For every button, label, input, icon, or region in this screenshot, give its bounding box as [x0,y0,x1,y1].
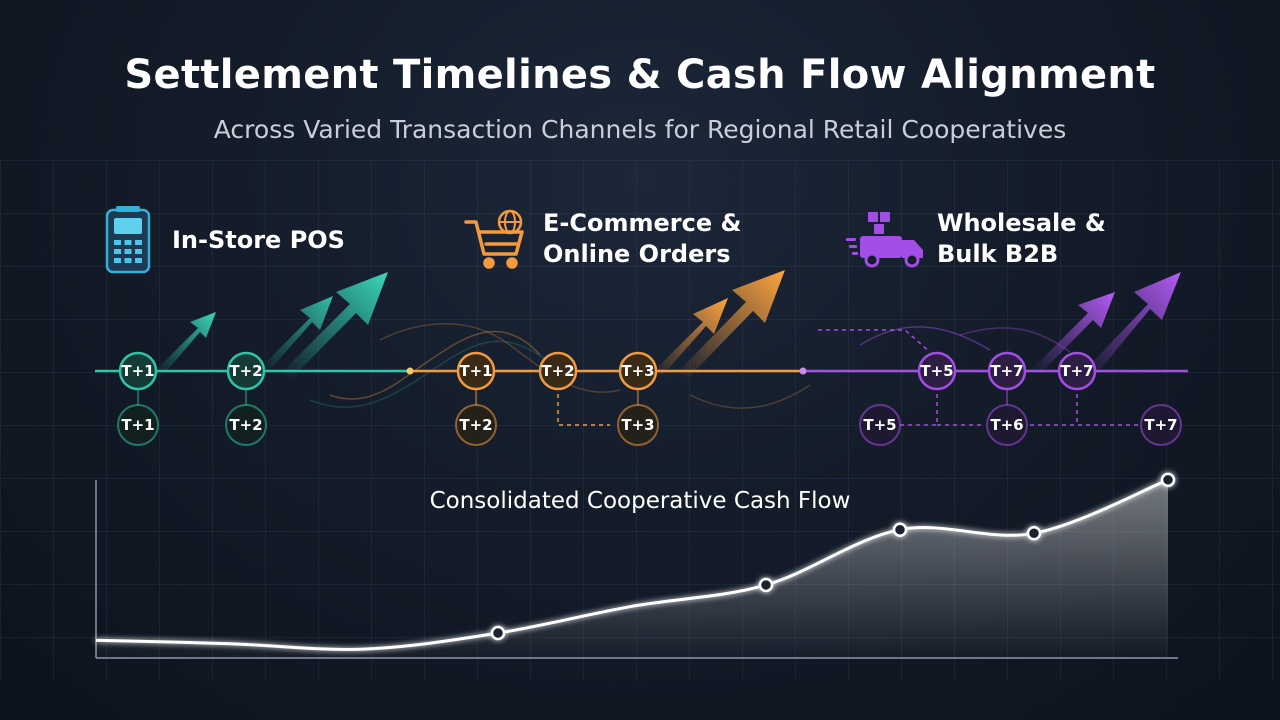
settlement-node-pos-2: T+2 [226,351,266,391]
svg-text:T+2: T+2 [229,362,262,380]
cash-flow-point [1026,526,1042,541]
channel-label-ecommerce: E-Commerce & Online Orders [543,208,741,270]
settlement-node-ecom-2: T+2 [538,351,578,391]
pos-terminal-icon [105,206,151,274]
channel-label-line: E-Commerce & [543,209,742,237]
growth-arrow [158,312,216,374]
growth-arrow [262,296,333,372]
svg-text:T+3: T+3 [621,416,654,434]
svg-text:T+1: T+1 [121,416,154,434]
svg-text:T+3: T+3 [621,362,654,380]
settlement-node-whsl-secondary-3: T+7 [1140,404,1182,446]
channel-label-line: Online Orders [543,240,731,268]
shopping-cart-globe-icon [464,209,524,269]
settlement-node-whsl-3: T+7 [1057,351,1097,391]
settlement-node-whsl-secondary-1: T+5 [859,404,901,446]
growth-arrow [678,270,785,378]
growth-arrow [1033,292,1115,374]
svg-text:T+2: T+2 [229,416,262,434]
svg-text:T+5: T+5 [863,416,896,434]
cash-flow-area [96,479,1168,658]
decorative-waves [309,323,1071,409]
svg-text:T+1: T+1 [121,362,154,380]
svg-text:T+2: T+2 [541,362,574,380]
svg-text:T+6: T+6 [990,416,1023,434]
timeline-junction [406,367,414,375]
page-subtitle: Across Varied Transaction Channels for R… [213,115,1067,144]
svg-text:T+2: T+2 [459,416,492,434]
settlement-node-ecom-secondary-2: T+3 [617,404,659,446]
cash-flow-title: Consolidated Cooperative Cash Flow [429,488,851,514]
cash-flow-point [1160,472,1176,488]
connector-dashed [818,329,931,353]
settlement-node-ecom-3: T+3 [618,351,658,391]
svg-text:T+7: T+7 [990,362,1023,380]
settlement-node-whsl-1: T+5 [917,351,957,391]
channel-label-pos: In-Store POS [172,225,345,256]
settlement-node-whsl-secondary-2: T+6 [986,404,1028,446]
svg-text:T+7: T+7 [1060,362,1093,380]
connector-dashed [1076,386,1145,426]
growth-arrow [1085,272,1181,376]
growth-arrow [655,298,728,376]
cash-flow-point [758,577,774,593]
settlement-node-pos-secondary-1: T+1 [117,404,159,446]
connector-dashed [900,386,938,426]
cash-flow-chart [95,472,1176,658]
settlement-node-ecom-secondary-1: T+2 [455,404,497,446]
delivery-truck-icon [846,212,923,268]
settlement-node-whsl-2: T+7 [987,351,1027,391]
timeline-junction [799,367,807,375]
cash-flow-line [95,478,1169,651]
svg-text:T+5: T+5 [920,362,953,380]
connector-dashed [557,386,610,426]
cash-flow-point [490,625,506,641]
growth-arrow [282,272,388,378]
page-title: Settlement Timelines & Cash Flow Alignme… [124,52,1156,98]
channel-label-line: Wholesale & [937,209,1106,237]
channel-label-line: In-Store POS [172,226,345,254]
settlement-node-ecom-1: T+1 [456,351,496,391]
channel-label-wholesale: Wholesale & Bulk B2B [937,208,1106,270]
svg-text:T+1: T+1 [459,362,492,380]
settlement-node-pos-1: T+1 [118,351,158,391]
cash-flow-point [892,522,908,537]
channel-label-line: Bulk B2B [937,240,1059,268]
svg-text:T+7: T+7 [1144,416,1177,434]
settlement-node-pos-secondary-2: T+2 [225,404,267,446]
